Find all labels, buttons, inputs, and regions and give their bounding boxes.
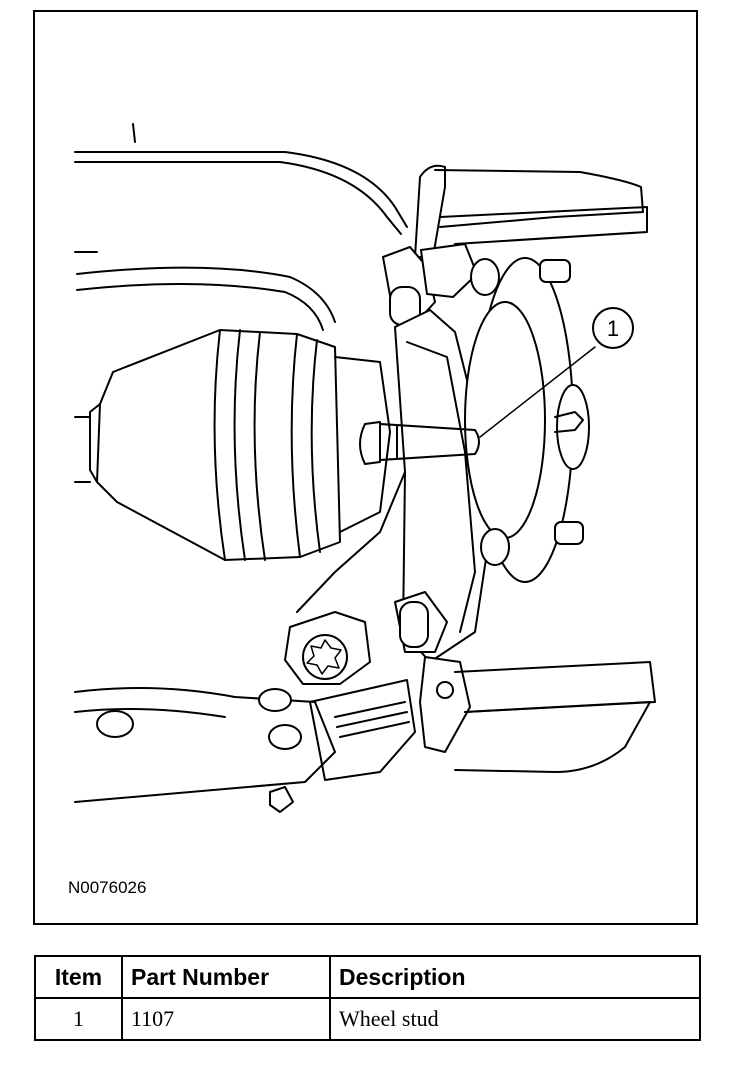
header-description: Description [329, 955, 701, 999]
figure-id: N0076026 [68, 878, 147, 897]
callout-number: 1 [607, 316, 619, 341]
header-part-number: Part Number [121, 955, 331, 999]
parts-table: Item Part Number Description 1 1107 Whee… [34, 955, 701, 1041]
cell-item: 1 [34, 997, 123, 1041]
cell-part-number: 1107 [121, 997, 331, 1041]
header-item: Item [34, 955, 123, 999]
wheel-hub-illustration: 1 [74, 123, 656, 813]
cell-description: Wheel stud [329, 997, 701, 1041]
upper-arm [74, 123, 408, 331]
table-row: 1 1107 Wheel stud [34, 997, 701, 1041]
table-header-row: Item Part Number Description [34, 955, 701, 999]
figure-frame: 1 N00760 [33, 10, 698, 925]
lower-ball-joint [284, 611, 416, 781]
lower-arm [74, 687, 336, 813]
upper-knuckle-bracket [382, 164, 648, 326]
callout-1: 1 [479, 307, 634, 438]
lower-knuckle-bracket [394, 591, 656, 773]
wheel-stud [359, 421, 480, 465]
cv-boot [74, 329, 391, 561]
hub-flange [464, 257, 590, 583]
